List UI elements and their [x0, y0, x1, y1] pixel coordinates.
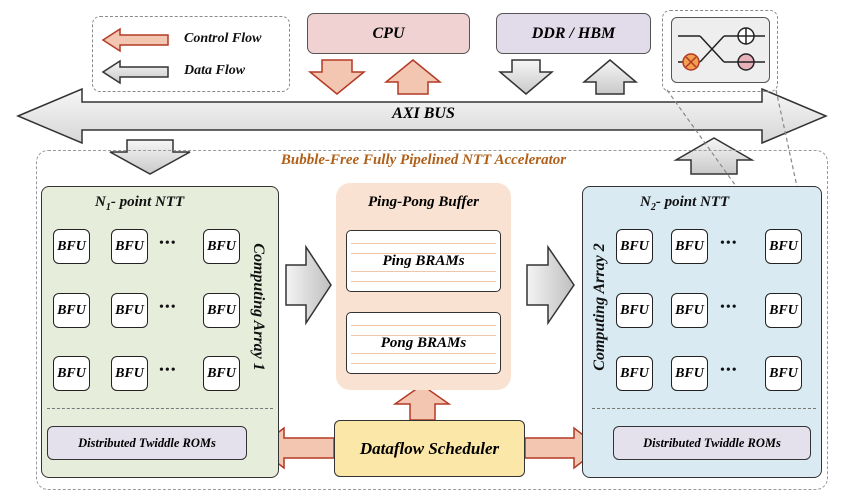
bus-up-arrow — [673, 137, 755, 175]
bfu-block: BFU — [53, 356, 90, 391]
dataflow-scheduler: Dataflow Scheduler — [334, 420, 525, 477]
bfu-block: BFU — [203, 293, 240, 328]
bfu-block: BFU — [53, 229, 90, 264]
cpu-down-arrow — [307, 59, 367, 95]
computing-array-2-label: Computing Array 2 — [591, 243, 608, 371]
bfu-block: BFU — [671, 293, 708, 328]
left-panel-title: N1- point NTT — [95, 194, 185, 213]
ddr-down-arrow — [497, 59, 555, 95]
right-separator — [592, 408, 816, 409]
ellipsis: ••• — [720, 363, 738, 378]
bus-down-arrow — [109, 139, 191, 175]
axi-bus-label: AXI BUS — [392, 105, 455, 122]
memory-box: DDR / HBM — [496, 13, 651, 54]
ping-brams: Ping BRAMs — [346, 230, 501, 292]
legend-control-flow-label: Control Flow — [184, 31, 262, 46]
ping-pong-buffer-title: Ping-Pong Buffer — [368, 194, 479, 210]
accelerator-outline — [36, 150, 828, 490]
bfu-block: BFU — [671, 356, 708, 391]
scheduler-up-arrow — [392, 384, 452, 421]
bfu-block: BFU — [111, 229, 148, 264]
bfu-block: BFU — [53, 293, 90, 328]
bfu-block: BFU — [203, 229, 240, 264]
bfu-block: BFU — [671, 229, 708, 264]
ellipsis: ••• — [159, 300, 177, 315]
bfu-block: BFU — [616, 356, 653, 391]
bfu-block: BFU — [616, 229, 653, 264]
right-panel-title: N2- point NTT — [640, 194, 730, 213]
right-twiddle-rom: Distributed Twiddle ROMs — [613, 426, 811, 460]
bfu-block: BFU — [111, 293, 148, 328]
legend-data-flow-label: Data Flow — [184, 63, 246, 78]
legend-data-arrow — [101, 59, 169, 85]
butterfly-icon — [671, 17, 770, 83]
cpu-up-arrow — [383, 59, 443, 95]
left-twiddle-rom: Distributed Twiddle ROMs — [47, 426, 247, 460]
bfu-block: BFU — [616, 293, 653, 328]
bfu-block: BFU — [111, 356, 148, 391]
legend-box — [92, 16, 290, 92]
ellipsis: ••• — [159, 236, 177, 251]
buffer-to-array2-arrow — [526, 244, 575, 326]
array1-to-buffer-arrow — [285, 244, 332, 326]
ellipsis: ••• — [159, 363, 177, 378]
cpu-box: CPU — [307, 13, 470, 54]
ellipsis: ••• — [720, 236, 738, 251]
legend-control-arrow — [101, 27, 169, 53]
pong-brams: Pong BRAMs — [346, 312, 501, 374]
ddr-up-arrow — [581, 59, 639, 95]
bfu-block: BFU — [203, 356, 240, 391]
accelerator-title: Bubble-Free Fully Pipelined NTT Accelera… — [280, 152, 567, 168]
left-separator — [47, 408, 273, 409]
bfu-block: BFU — [765, 356, 802, 391]
computing-array-1-label: Computing Array 1 — [250, 243, 267, 371]
butterfly-icon-frame — [662, 10, 778, 92]
bfu-block: BFU — [765, 293, 802, 328]
bfu-block: BFU — [765, 229, 802, 264]
axi-bus-arrow — [16, 87, 828, 145]
ellipsis: ••• — [720, 300, 738, 315]
